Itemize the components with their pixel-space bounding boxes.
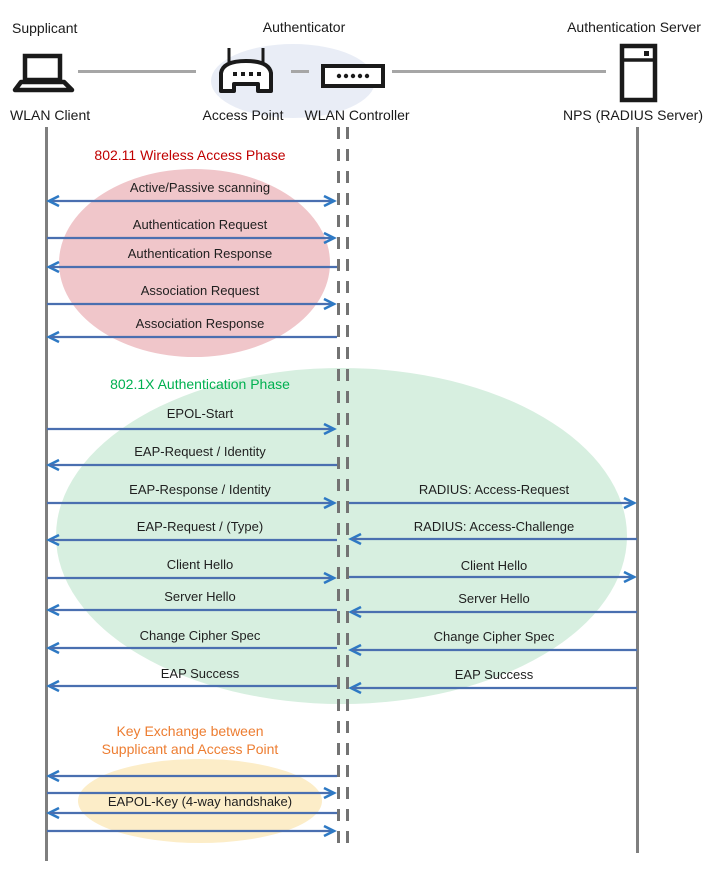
laptop-icon bbox=[12, 53, 76, 95]
label-access-point: Access Point bbox=[202, 107, 284, 123]
link-wlc-server bbox=[392, 70, 606, 73]
label-nps: NPS (RADIUS Server) bbox=[562, 107, 704, 123]
role-supplicant: Supplicant bbox=[12, 20, 78, 36]
msg-assoc-request: Association Request bbox=[140, 283, 260, 298]
msg-ccs-right: Change Cipher Spec bbox=[433, 629, 555, 644]
phase2-title: 802.1X Authentication Phase bbox=[110, 376, 290, 392]
msg-radius-access-request: RADIUS: Access-Request bbox=[418, 482, 570, 497]
phase3-title: Key Exchange between Supplicant and Acce… bbox=[60, 722, 320, 758]
phase2-ellipse bbox=[56, 368, 627, 704]
server-lifeline bbox=[636, 127, 639, 853]
phase3-title-line2: Supplicant and Access Point bbox=[101, 741, 279, 757]
msg-client-hello-right: Client Hello bbox=[460, 558, 528, 573]
msg-auth-request: Authentication Request bbox=[132, 217, 268, 232]
label-wlan-controller: WLAN Controller bbox=[304, 107, 410, 123]
phase1-title: 802.11 Wireless Access Phase bbox=[94, 147, 286, 163]
link-client-ap bbox=[78, 70, 196, 73]
msg-eapol-key: EAPOL-Key (4-way handshake) bbox=[107, 794, 293, 809]
msg-scanning: Active/Passive scanning bbox=[129, 180, 271, 195]
msg-eap-success-left: EAP Success bbox=[160, 666, 240, 681]
msg-radius-access-challenge: RADIUS: Access-Challenge bbox=[413, 519, 575, 534]
wlan-controller-icon bbox=[321, 64, 385, 88]
role-auth-server: Authentication Server bbox=[567, 19, 701, 35]
msg-eap-response-identity: EAP-Response / Identity bbox=[129, 482, 271, 497]
msg-client-hello-left: Client Hello bbox=[166, 557, 234, 572]
server-icon bbox=[619, 43, 659, 103]
role-authenticator: Authenticator bbox=[262, 19, 346, 35]
msg-eap-request-identity: EAP-Request / Identity bbox=[134, 444, 266, 459]
supplicant-lifeline bbox=[45, 127, 48, 861]
msg-assoc-response: Association Response bbox=[135, 316, 265, 331]
authenticator-lifeline-right bbox=[346, 127, 349, 853]
phase3-ellipse bbox=[78, 759, 322, 843]
msg-auth-response: Authentication Response bbox=[127, 246, 273, 261]
authenticator-lifeline-left bbox=[337, 127, 340, 853]
label-wlan-client: WLAN Client bbox=[10, 107, 91, 123]
access-point-icon bbox=[217, 47, 275, 95]
msg-eap-request-type: EAP-Request / (Type) bbox=[136, 519, 264, 534]
msg-server-hello-right: Server Hello bbox=[458, 591, 530, 606]
msg-epol-start: EPOL-Start bbox=[166, 406, 234, 421]
phase3-title-line1: Key Exchange between bbox=[116, 723, 264, 739]
msg-ccs-left: Change Cipher Spec bbox=[139, 628, 261, 643]
link-ap-wlc bbox=[291, 70, 309, 73]
msg-server-hello-left: Server Hello bbox=[164, 589, 236, 604]
msg-eap-success-right: EAP Success bbox=[454, 667, 534, 682]
